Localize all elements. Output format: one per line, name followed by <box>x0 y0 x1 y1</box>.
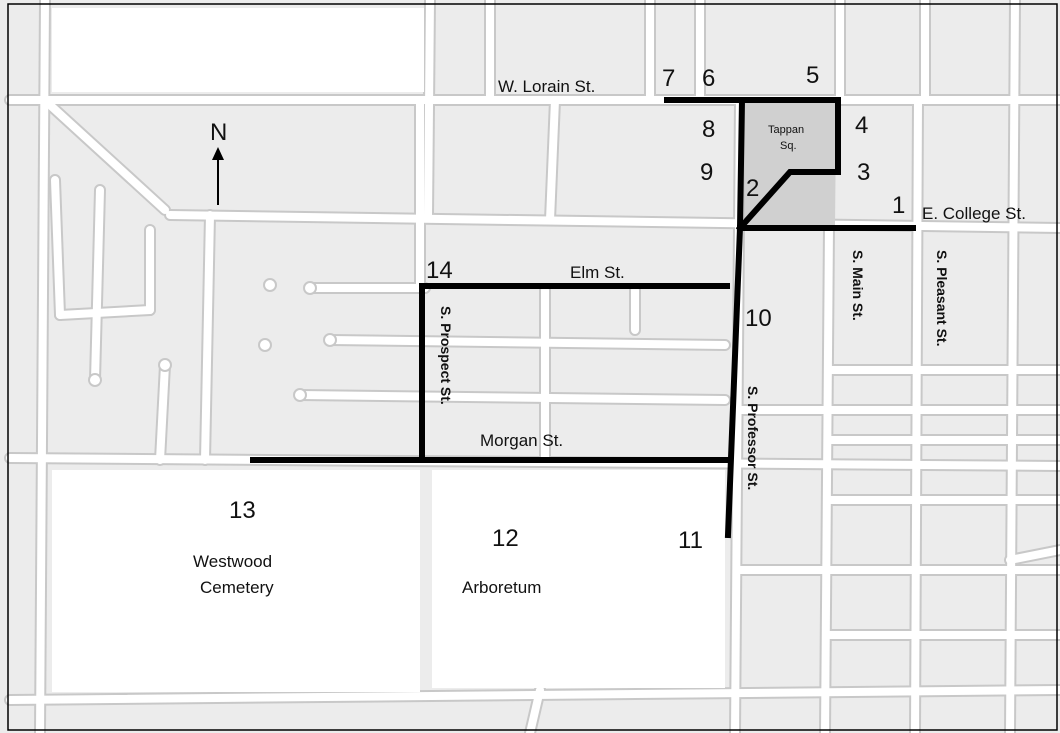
compass-label: N <box>210 119 227 146</box>
street-label-s-professor: S. Professor St. <box>745 386 761 490</box>
street-label-w-lorain: W. Lorain St. <box>498 77 595 96</box>
street-label-e-college: E. College St. <box>922 204 1026 223</box>
stop-number: 13 <box>229 497 256 524</box>
stop-number: 2 <box>746 175 759 202</box>
stop-number: 7 <box>662 65 675 92</box>
street-label-s-pleasant: S. Pleasant St. <box>934 250 950 346</box>
cemetery-area <box>52 470 420 692</box>
place-label-cemetery-line1: Westwood <box>193 552 272 571</box>
route-professor <box>724 224 744 539</box>
arboretum-area <box>432 470 725 688</box>
street-label-morgan: Morgan St. <box>480 431 563 450</box>
street-network <box>4 0 1060 733</box>
map-frame <box>7 3 1058 731</box>
walking-route <box>250 96 916 539</box>
street-label-s-main: S. Main St. <box>850 250 866 321</box>
stop-number: 8 <box>702 116 715 143</box>
tappan-square-label-line2: Sq. <box>780 140 797 152</box>
stop-number: 12 <box>492 525 519 552</box>
stop-number: 5 <box>806 62 819 89</box>
stop-number: 3 <box>857 159 870 186</box>
place-label-cemetery-line2: Cemetery <box>200 578 274 597</box>
north-block <box>52 8 424 92</box>
tappan-square-label-line1: Tappan <box>768 124 804 136</box>
street-label-elm: Elm St. <box>570 263 625 282</box>
north-arrow-icon <box>212 147 224 205</box>
street-label-s-prospect: S. Prospect St. <box>438 306 454 405</box>
stop-number: 11 <box>678 527 703 554</box>
stop-number: 14 <box>426 257 453 284</box>
stop-number: 1 <box>892 192 905 219</box>
stop-number: 9 <box>700 159 713 186</box>
route-tappan-west <box>736 96 746 232</box>
route-tappan-east <box>735 97 841 233</box>
stop-number: 10 <box>745 305 772 332</box>
place-label-arboretum: Arboretum <box>462 578 541 597</box>
stop-number: 6 <box>702 65 715 92</box>
stop-number: 4 <box>855 112 868 139</box>
